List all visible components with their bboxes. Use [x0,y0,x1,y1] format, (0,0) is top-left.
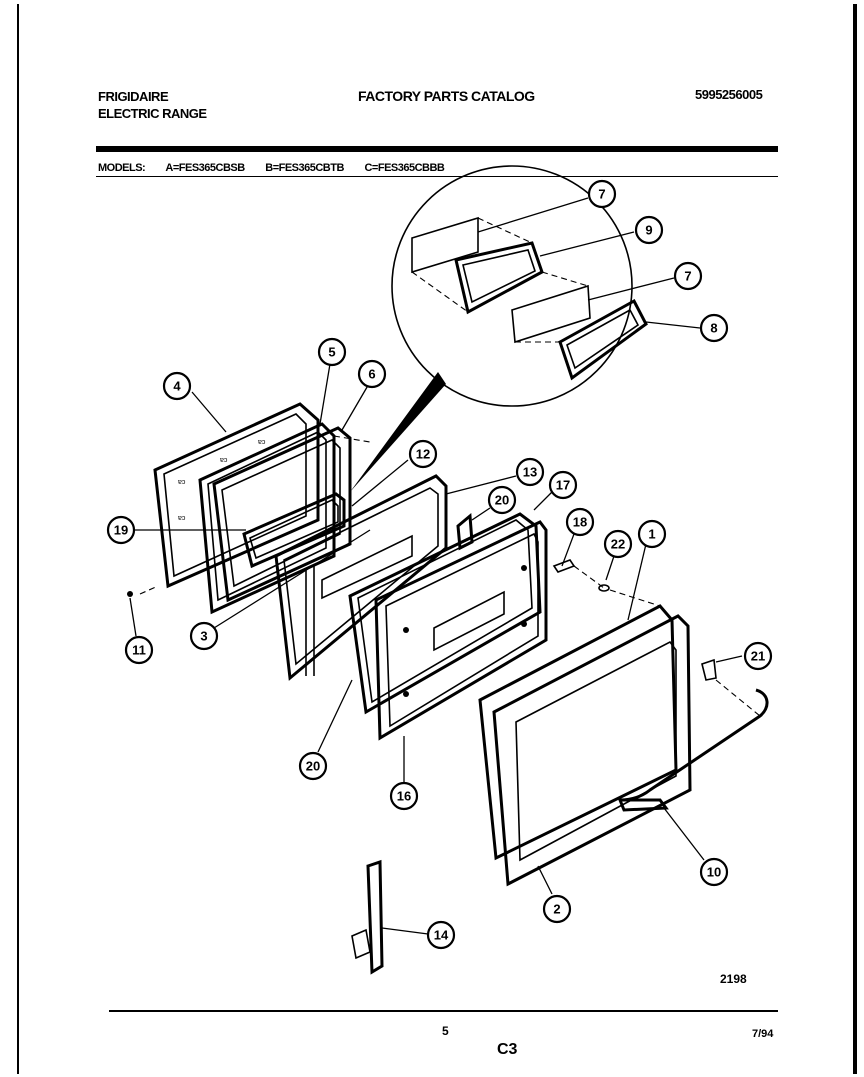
svg-text:17: 17 [556,478,570,493]
callout-17: 17 [548,470,578,500]
callout-21: 21 [743,641,773,671]
svg-text:20: 20 [306,759,320,774]
svg-text:8: 8 [710,321,717,336]
callout-6: 6 [357,359,387,389]
svg-text:20: 20 [495,493,509,508]
callout-11: 11 [124,635,154,665]
svg-text:14: 14 [434,928,449,943]
callout-9: 9 [634,215,664,245]
alignment-lines [139,435,761,717]
callout-7-upper: 7 [587,179,617,209]
callout-3: 3 [189,621,219,651]
svg-text:11: 11 [132,643,146,658]
svg-text:ɐɔ: ɐɔ [220,457,228,464]
outer-panel-window [433,590,505,652]
svg-text:21: 21 [751,649,765,664]
baffle-window [321,534,413,600]
svg-text:18: 18 [573,515,587,530]
page-border [17,4,857,1074]
svg-text:2: 2 [553,902,560,917]
model-b: B=FES365CBTB [265,162,344,174]
callout-20-upper: 20 [487,485,517,515]
product-type: ELECTRIC RANGE [98,106,207,121]
model-a: A=FES365CBSB [165,162,245,174]
callout-14: 14 [426,920,456,950]
svg-text:3: 3 [200,629,207,644]
svg-text:10: 10 [707,865,721,880]
footer-rule [109,1010,778,1012]
catalog-number: 5995256005 [695,87,763,102]
callout-10: 10 [699,857,729,887]
callout-18-upper: 18 [565,507,595,537]
window-glass-lower [511,284,591,344]
date-code: 7/94 [752,1028,774,1040]
callout-19: 19 [106,515,136,545]
callout-1: 1 [637,519,667,549]
model-c: C=FES365CBBB [364,162,445,174]
svg-text:ɐɔ: ɐɔ [178,479,186,486]
callout-7-lower: 7 [673,261,703,291]
magnifier-pointer [350,372,446,492]
callout-8: 8 [699,313,729,343]
svg-text:4: 4 [173,379,181,394]
callout-2: 2 [542,894,572,924]
svg-text:19: 19 [114,523,128,538]
svg-text:16: 16 [397,789,411,804]
header-rule [96,146,778,152]
drawing-number: 2198 [720,972,747,986]
door-insulation [242,492,346,569]
callout-4: 4 [162,371,192,401]
callout-13: 13 [515,457,545,487]
svg-text:7: 7 [598,187,605,202]
svg-text:1: 1 [648,527,655,542]
models-rule [96,176,778,177]
svg-text:12: 12 [416,447,430,462]
svg-text:ɐɔ: ɐɔ [178,515,186,522]
catalog-title: FACTORY PARTS CATALOG [358,88,535,104]
svg-text:13: 13 [523,465,537,480]
door-baffle [274,474,448,681]
door-inner-frame [212,426,352,603]
door-outer-panel [374,520,548,741]
inner-door-liner: ɐɔ ɐɔ ɐɔ ɐɔ [153,402,320,589]
door-handle [617,688,769,812]
detail-magnifier [350,165,648,492]
callout-12: 12 [408,439,438,469]
brand-name: FRIGIDAIRE [98,89,169,104]
svg-text:7: 7 [684,269,691,284]
callout-22: 22 [603,529,633,559]
models-line: MODELS: A=FES365CBSB B=FES365CBTB C=FES3… [98,162,462,174]
svg-text:6: 6 [368,367,375,382]
svg-text:9: 9 [645,223,652,238]
window-glass-upper [411,216,479,274]
svg-text:ɐɔ: ɐɔ [258,439,266,446]
page-number: 5 [442,1024,449,1038]
section-code: C3 [497,1041,518,1058]
door-glass-trim [478,604,692,887]
callout-5: 5 [317,337,347,367]
models-label: MODELS: [98,162,146,174]
window-gasket-lower [558,298,648,381]
svg-text:22: 22 [611,537,625,552]
svg-text:5: 5 [328,345,335,360]
callout-16: 16 [389,781,419,811]
callout-leaders [129,197,743,935]
callout-20-lower: 20 [298,751,328,781]
door-hinge [351,859,384,975]
